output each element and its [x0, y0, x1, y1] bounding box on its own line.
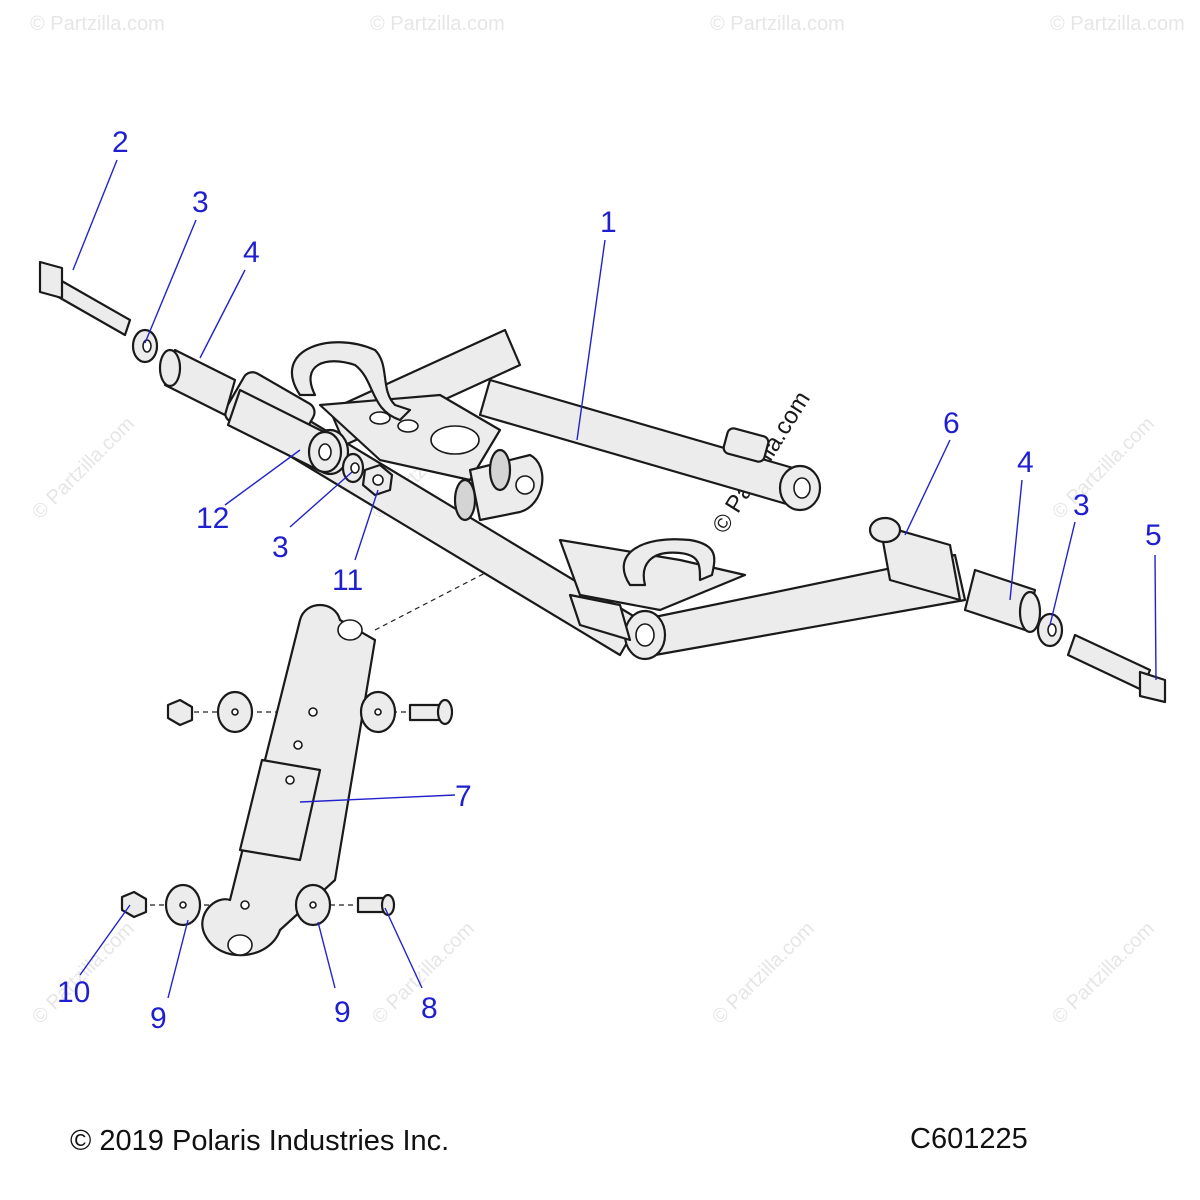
watermark: © Partzilla.com: [28, 918, 139, 1029]
callout-5: 5: [1145, 519, 1162, 552]
link-hardware: [120, 690, 454, 927]
watermark: © Partzilla.com: [28, 413, 139, 524]
callout-3: 3: [192, 186, 209, 219]
link-strut: [201, 604, 377, 957]
watermark: © Partzilla.com: [708, 918, 819, 1029]
copyright-text: © 2019 Polaris Industries Inc.: [70, 1125, 450, 1157]
left-pivot-hardware: [38, 260, 394, 497]
callout-7: 7: [455, 780, 472, 813]
callout-4: 4: [1017, 446, 1034, 479]
diagram-code: C601225: [910, 1123, 1028, 1155]
callout-9: 9: [150, 1002, 167, 1035]
callout-3: 3: [272, 531, 289, 564]
callout-4: 4: [243, 236, 260, 269]
callout-labels: 1 2 3 4 3 12 11 6 4 3 5 7 10 9 9 8: [57, 126, 1162, 1035]
leader-lines: [72, 159, 1157, 999]
watermark: © Partzilla.com: [1048, 413, 1159, 524]
callout-8: 8: [421, 992, 438, 1025]
callout-11: 11: [332, 564, 363, 597]
callout-10: 10: [57, 976, 90, 1009]
callout-6: 6: [943, 407, 960, 440]
watermark: © Partzilla.com: [1050, 13, 1185, 35]
callout-1: 1: [600, 206, 617, 239]
callout-3: 3: [1073, 489, 1090, 522]
callout-9: 9: [334, 996, 351, 1029]
callout-2: 2: [112, 126, 129, 159]
watermark: © Partzilla.com: [30, 13, 165, 35]
watermark: © Partzilla.com: [710, 13, 845, 35]
watermark: © Partzilla.com: [370, 13, 505, 35]
right-pivot-hardware: [963, 568, 1167, 704]
watermark: © Partzilla.com: [1048, 918, 1159, 1029]
callout-12: 12: [196, 502, 229, 535]
